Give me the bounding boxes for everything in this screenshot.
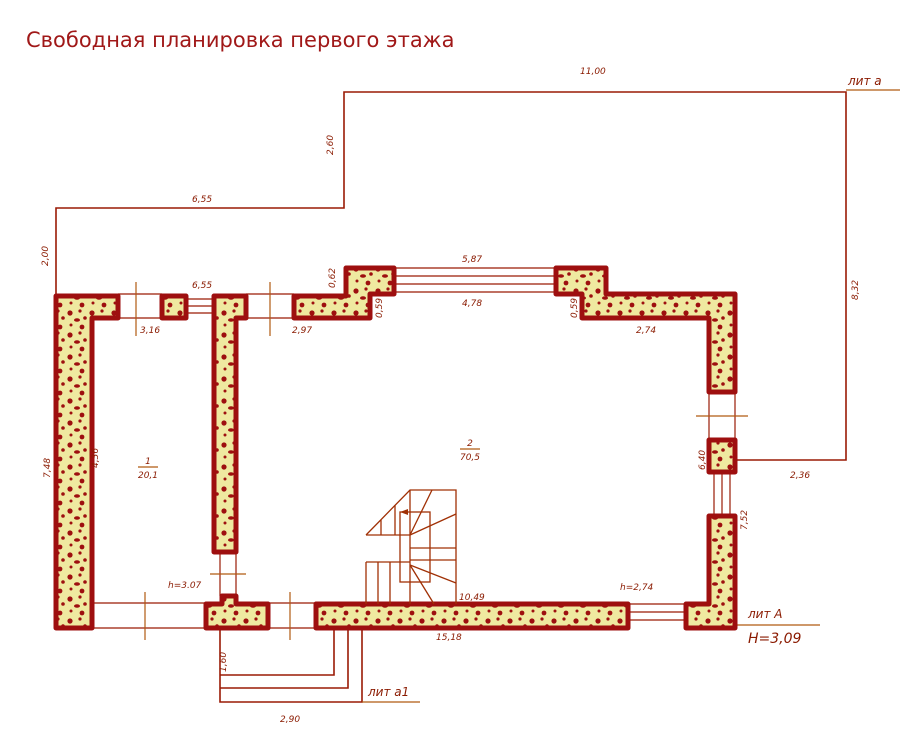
dim-upper-wall-segment: 6,55 <box>192 281 212 291</box>
dim-left-inner-height: 4,36 <box>91 448 101 468</box>
dim-bay-inner-width: 4,78 <box>462 299 482 309</box>
dim-top-extension-width: 11,00 <box>580 67 606 77</box>
staircase <box>365 489 457 605</box>
porch-outline <box>219 628 420 703</box>
dim-right-wall-bottom: 7,52 <box>740 510 750 530</box>
dim-bay-offset-right: 0,59 <box>570 298 580 318</box>
dim-bay-depth-left: 0,62 <box>328 268 338 288</box>
dim-top-extension-height: 2,60 <box>326 135 336 155</box>
dim-porch-width: 2,90 <box>280 715 300 725</box>
page-title: Свободная планировка первого этажа <box>26 28 455 52</box>
dim-right-wall-lower: 6,40 <box>698 450 708 470</box>
dim-right-extension-width: 2,36 <box>790 471 810 481</box>
dim-right-extension-height: 8,32 <box>851 280 861 300</box>
dim-left-window: 3,16 <box>140 326 160 336</box>
room-1-number: 1 <box>145 457 151 467</box>
dim-bay-outer-width: 5,87 <box>462 255 482 265</box>
dim-porch-height: 1,60 <box>219 652 229 672</box>
windows <box>92 267 820 640</box>
room-2-area: 70,5 <box>460 453 480 463</box>
dim-middle-window: 2,97 <box>292 326 312 336</box>
walls <box>53 265 738 631</box>
label-main-height: H=3,09 <box>748 631 802 647</box>
room-1-height: h=3.07 <box>168 581 202 591</box>
label-lit-a-main: лит А <box>747 607 782 621</box>
dim-bay-offset-left: 0,59 <box>375 298 385 318</box>
dim-left-outer-height: 7,48 <box>43 458 53 478</box>
room-2-height: h=2,74 <box>620 583 654 593</box>
dim-stair: 10,49 <box>459 593 485 603</box>
dim-bottom-wall: 15,18 <box>436 633 462 643</box>
room-1: 1 20,1 h=3.07 <box>138 457 202 591</box>
label-lit-a1: лит а1 <box>367 685 409 699</box>
room-1-area: 20,1 <box>138 471 158 481</box>
dim-left-extension-width: 6,55 <box>192 195 212 205</box>
label-lit-a-small: лит а <box>847 74 882 88</box>
room-2-number: 2 <box>467 439 473 449</box>
dim-right-upper-wall: 2,74 <box>636 326 656 336</box>
room-2: 2 70,5 h=2,74 <box>460 439 654 593</box>
extension-outline <box>55 89 900 461</box>
dim-left-extension-height: 2,00 <box>41 246 51 266</box>
